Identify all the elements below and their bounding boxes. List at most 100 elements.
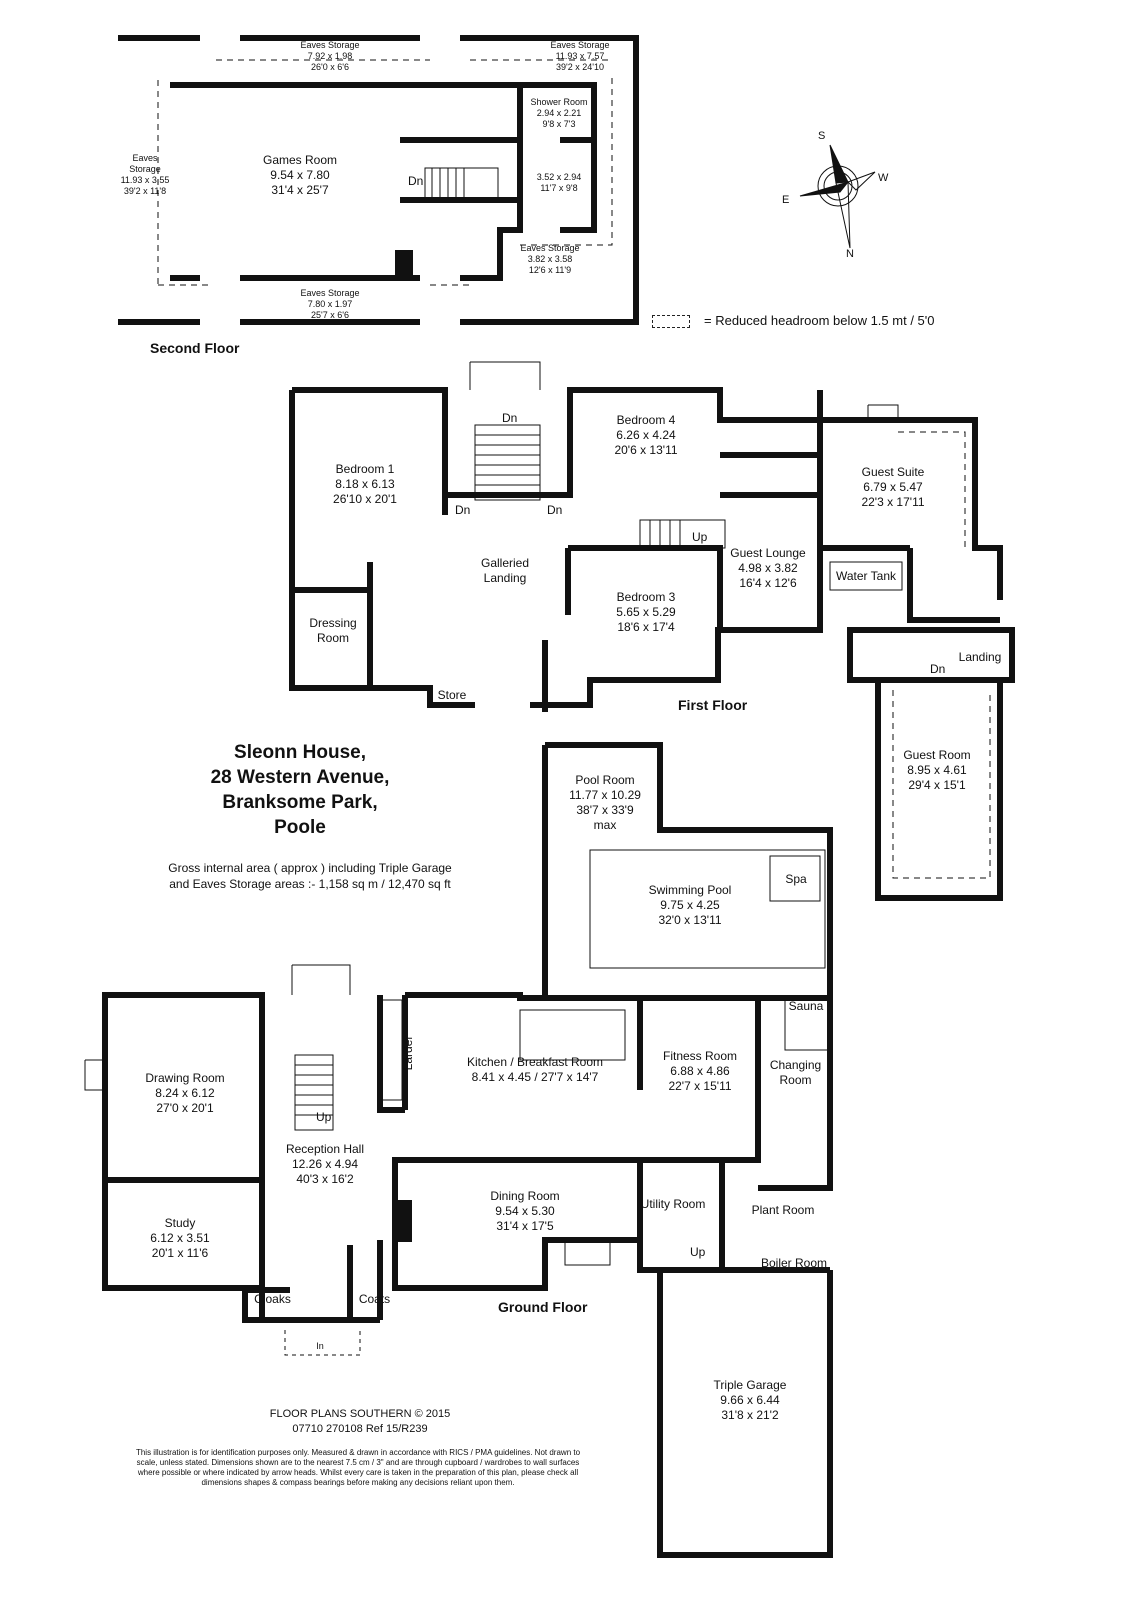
dining-room: Dining Room 9.54 x 5.30 31'4 x 17'5 <box>470 1189 580 1234</box>
eaves-storage-left: Eaves Storage 11.93 x 3.55 39'2 x 11'8 <box>110 153 180 197</box>
eaves-storage-top-right: Eaves Storage 11.93 x 7.57 39'2 x 24'10 <box>530 40 630 73</box>
room-metric: 8.18 x 6.13 <box>335 477 395 491</box>
utility-wall <box>637 1160 830 1273</box>
bedroom-4: Bedroom 4 6.26 x 4.24 20'6 x 13'11 <box>596 413 696 458</box>
bedroom-1-wall <box>292 390 448 688</box>
area-line-1: Gross internal area ( approx ) including… <box>168 861 452 875</box>
first-floor-title: First Floor <box>678 697 748 713</box>
triple-garage: Triple Garage 9.66 x 6.44 31'8 x 21'2 <box>695 1378 805 1423</box>
ground-floor-title: Ground Floor <box>498 1299 588 1315</box>
pool-room: Pool Room 11.77 x 10.29 38'7 x 33'9 max <box>555 773 655 833</box>
room-name: Bedroom 4 <box>616 413 676 427</box>
kitchen-wall <box>377 992 643 1113</box>
room-imperial: 9'8 x 7'3 <box>542 119 576 129</box>
room-name: Swimming Pool <box>648 883 732 897</box>
address-line-2: 28 Western Avenue, <box>210 767 390 788</box>
room-imperial: 12'6 x 11'9 <box>528 265 572 275</box>
room-metric: 11.77 x 10.29 <box>569 788 641 802</box>
second-floor-eaves-line <box>157 78 613 286</box>
stair-up-label: Up <box>692 530 708 544</box>
stair-down-label: Dn <box>408 174 424 188</box>
bedroom-3: Bedroom 3 5.65 x 5.29 18'6 x 17'4 <box>596 590 696 635</box>
gross-internal-area: Gross internal area ( approx ) including… <box>140 860 480 892</box>
room-name: Reception Hall <box>285 1142 365 1156</box>
water-tank: Water Tank <box>835 569 897 583</box>
room-metric: 6.79 x 5.47 <box>863 480 923 494</box>
room-imperial: 22'7 x 15'11 <box>668 1079 732 1093</box>
room-imperial: 27'0 x 20'1 <box>156 1101 214 1115</box>
eaves-storage-top-left: Eaves Storage 7.92 x 1.98 26'0 x 6'6 <box>280 40 380 73</box>
room-metric: 3.82 x 3.58 <box>527 254 573 264</box>
room-imperial: 31'4 x 25'7 <box>271 183 329 197</box>
legend-text: = Reduced headroom below 1.5 mt / 5'0 <box>704 313 935 328</box>
credit: FLOOR PLANS SOUTHERN © 2015 07710 270108… <box>230 1407 490 1437</box>
room-name-line2: Room <box>316 631 349 645</box>
landing-wall <box>847 627 1015 683</box>
room-name: Dressing <box>309 616 357 630</box>
room-metric: 8.24 x 6.12 <box>155 1086 215 1100</box>
room-name: Guest Lounge <box>730 546 806 560</box>
dressing-room: Dressing Room <box>298 616 368 646</box>
first-floor-main-wall <box>289 387 910 708</box>
room-imperial: 18'6 x 17'4 <box>617 620 675 634</box>
room-metric: 6.88 x 4.86 <box>670 1064 730 1078</box>
shower-room-wall <box>517 82 597 233</box>
guest-suite: Guest Suite 6.79 x 5.47 22'3 x 17'11 <box>843 465 943 510</box>
credit-line-2: 07710 270108 Ref 15/R239 <box>292 1423 428 1435</box>
eaves-storage-bottom: Eaves Storage 7.80 x 1.97 25'7 x 6'6 <box>280 288 380 321</box>
room-name: Kitchen / Breakfast Room <box>466 1055 604 1069</box>
room-imperial: 26'0 x 6'6 <box>311 62 349 72</box>
address-line-4: Poole <box>274 817 326 838</box>
room-imperial: 20'6 x 13'11 <box>614 443 678 457</box>
stair-down-label: Dn <box>455 503 471 517</box>
room-name: Eaves Storage <box>520 243 580 253</box>
room-metric: 6.12 x 3.51 <box>150 1231 210 1245</box>
room-imperial: 39'2 x 11'8 <box>123 186 167 196</box>
pool-room-wall <box>542 742 833 998</box>
fitness-room-wall <box>640 995 833 1191</box>
room-name: Eaves Storage <box>300 40 360 50</box>
utility-room: Utility Room <box>640 1197 706 1211</box>
room-name: Study <box>164 1216 196 1230</box>
landing: Landing <box>958 650 1002 664</box>
room-metric: 7.92 x 1.98 <box>307 51 353 61</box>
room-note: max <box>593 818 617 832</box>
room-metric: 7.80 x 1.97 <box>307 299 353 309</box>
headroom-legend: = Reduced headroom below 1.5 mt / 5'0 <box>652 313 935 329</box>
stair-up-label: Up <box>316 1110 332 1124</box>
eaves-storage-right: Eaves Storage 3.82 x 3.58 12'6 x 11'9 <box>510 243 590 276</box>
room-imperial: 29'4 x 15'1 <box>908 778 966 792</box>
room-name: Games Room <box>262 153 338 167</box>
room-imperial: 31'4 x 17'5 <box>496 1219 554 1233</box>
property-address: Sleonn House, 28 Western Avenue, Brankso… <box>190 740 410 840</box>
room-name-line2: Landing <box>483 571 527 585</box>
bedroom-1: Bedroom 1 8.18 x 6.13 26'10 x 20'1 <box>315 462 415 507</box>
room-imperial: 32'0 x 13'11 <box>658 913 722 927</box>
entrance-in-label: In <box>316 1341 324 1351</box>
room-name: Changing <box>769 1058 822 1072</box>
room-imperial: 40'3 x 16'2 <box>296 1172 354 1186</box>
coats: Coats <box>358 1292 391 1306</box>
room-imperial: 25'7 x 6'6 <box>311 310 349 320</box>
drawing-room: Drawing Room 8.24 x 6.12 27'0 x 20'1 <box>130 1071 240 1116</box>
room-metric: 9.54 x 7.80 <box>270 168 330 182</box>
second-floor-outer-wall <box>118 35 639 325</box>
fitness-room: Fitness Room 6.88 x 4.86 22'7 x 15'11 <box>645 1049 755 1094</box>
larder: Larder <box>401 1035 415 1071</box>
galleried-landing: Galleried Landing <box>460 556 550 586</box>
room-name: Triple Garage <box>713 1378 787 1392</box>
room-metric: 11.93 x 7.57 <box>555 51 605 61</box>
room-imperial: 16'4 x 12'6 <box>739 576 797 590</box>
room-metric: 9.54 x 5.30 <box>495 1204 555 1218</box>
room-metric: 9.75 x 4.25 <box>660 898 720 912</box>
changing-room: Changing Room <box>763 1058 828 1088</box>
store: Store <box>437 688 467 702</box>
stair-down-label: Dn <box>502 411 518 425</box>
address-line-1: Sleonn House, <box>234 742 366 763</box>
room-name: Bedroom 1 <box>335 462 395 476</box>
compass-north: N <box>846 248 854 260</box>
room-imperial: 22'3 x 17'11 <box>861 495 925 509</box>
study: Study 6.12 x 3.51 20'1 x 11'6 <box>130 1216 230 1261</box>
second-floor-title: Second Floor <box>150 340 240 356</box>
